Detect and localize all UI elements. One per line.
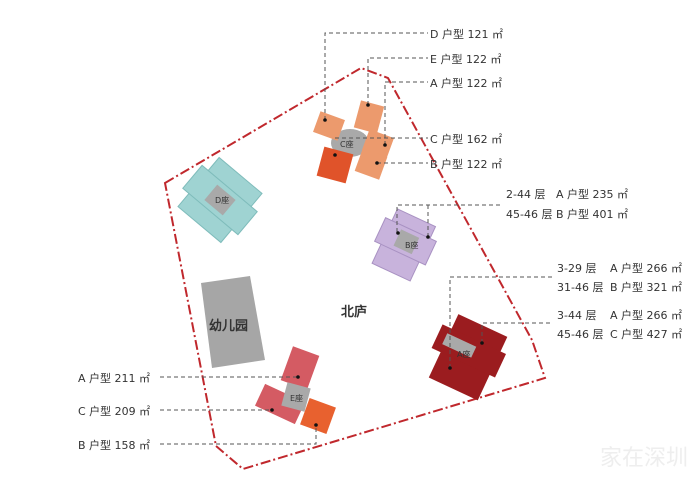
- b-type-2: B 户型 401 ㎡: [556, 208, 629, 221]
- c-unit-a: A 户型 122 ㎡: [430, 77, 503, 90]
- c-unit-e: E 户型 122 ㎡: [430, 53, 502, 66]
- kindergarten-label: 幼儿园: [209, 319, 249, 334]
- a-floors-2: 31-46 层: [557, 281, 604, 294]
- c-unit-c: C 户型 162 ㎡: [430, 133, 503, 146]
- site-name: 北庐: [341, 305, 368, 320]
- building-b: [371, 208, 438, 282]
- building-a-label: A座: [457, 349, 470, 359]
- kindergarten-block: [201, 276, 265, 368]
- e-unit-a: A 户型 211 ㎡: [78, 372, 151, 385]
- watermark: 家在深圳: [600, 446, 689, 471]
- building-e-label: E座: [290, 393, 303, 403]
- b-type-1: A 户型 235 ㎡: [556, 188, 629, 201]
- a-floors-4: 45-46 层: [557, 328, 604, 341]
- c-unit-b: B 户型 122 ㎡: [430, 158, 503, 171]
- b-floors-2: 45-46 层: [506, 208, 553, 221]
- c-unit-d: D 户型 121 ㎡: [430, 28, 503, 41]
- a-type-4: C 户型 427 ㎡: [610, 328, 683, 341]
- a-type-1: A 户型 266 ㎡: [610, 262, 683, 275]
- building-d: [177, 156, 263, 244]
- b-floors-1: 2-44 层: [506, 188, 546, 201]
- e-unit-b: B 户型 158 ㎡: [78, 439, 151, 452]
- unit-markers: [270, 103, 484, 427]
- a-floors-1: 3-29 层: [557, 262, 597, 275]
- building-e: [254, 346, 336, 434]
- building-b-label: B座: [405, 240, 419, 250]
- a-type-2: B 户型 321 ㎡: [610, 281, 683, 294]
- e-unit-c: C 户型 209 ㎡: [78, 405, 151, 418]
- building-d-label: D座: [215, 195, 229, 205]
- a-type-3: A 户型 266 ㎡: [610, 309, 683, 322]
- building-c: [313, 100, 394, 184]
- leader-lines: [160, 32, 552, 445]
- building-c-label: C座: [340, 139, 354, 149]
- a-floors-3: 3-44 层: [557, 309, 597, 322]
- site-boundary: [163, 66, 547, 471]
